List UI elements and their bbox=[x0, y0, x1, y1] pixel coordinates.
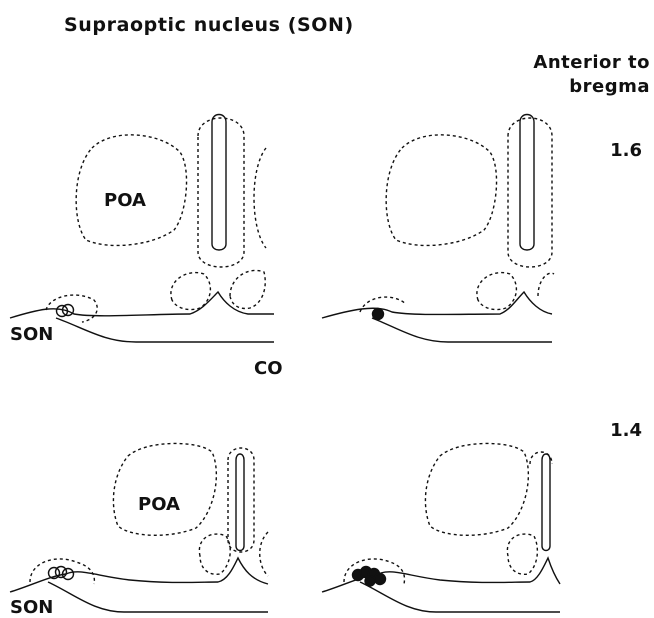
optic-chiasm-line bbox=[48, 582, 268, 612]
third-ventricle-outline bbox=[212, 115, 226, 251]
son-open-marker bbox=[56, 567, 67, 578]
optic-chiasm-line bbox=[56, 318, 274, 342]
chiasm-dashed-region-left bbox=[171, 273, 210, 310]
section-bottom-right bbox=[322, 443, 560, 612]
poa-outline bbox=[386, 135, 496, 246]
nucleus-outline-right bbox=[254, 148, 266, 248]
son-dashed-outline bbox=[30, 559, 94, 584]
son-filled-marker bbox=[375, 574, 386, 585]
third-ventricle-dashed-outline bbox=[508, 118, 552, 267]
brain-surface-line bbox=[322, 292, 552, 318]
third-ventricle-outline bbox=[520, 115, 534, 251]
chiasm-dashed-region-left bbox=[477, 273, 516, 310]
poa-outline bbox=[113, 443, 216, 535]
son-filled-marker bbox=[373, 309, 384, 320]
nucleus-outline-right bbox=[260, 532, 268, 576]
third-ventricle-outline bbox=[542, 454, 550, 551]
section-top-left bbox=[10, 115, 274, 343]
third-ventricle-outline bbox=[236, 454, 244, 551]
poa-outline bbox=[425, 443, 528, 535]
son-filled-marker bbox=[365, 576, 375, 586]
chiasm-dashed-region-right bbox=[538, 273, 554, 296]
poa-outline bbox=[76, 135, 186, 246]
chiasm-dashed-region-left bbox=[507, 534, 537, 574]
third-ventricle-dashed-outline bbox=[228, 448, 254, 552]
third-ventricle-dashed-outline bbox=[530, 452, 552, 464]
chiasm-dashed-region-right bbox=[230, 270, 265, 308]
chiasm-dashed-region-left bbox=[199, 534, 230, 574]
section-top-right bbox=[322, 115, 554, 343]
brain-surface-line bbox=[10, 292, 274, 318]
optic-chiasm-line bbox=[372, 318, 552, 342]
third-ventricle-dashed-outline bbox=[198, 118, 244, 267]
section-bottom-left bbox=[10, 443, 268, 612]
optic-chiasm-line bbox=[360, 582, 560, 612]
